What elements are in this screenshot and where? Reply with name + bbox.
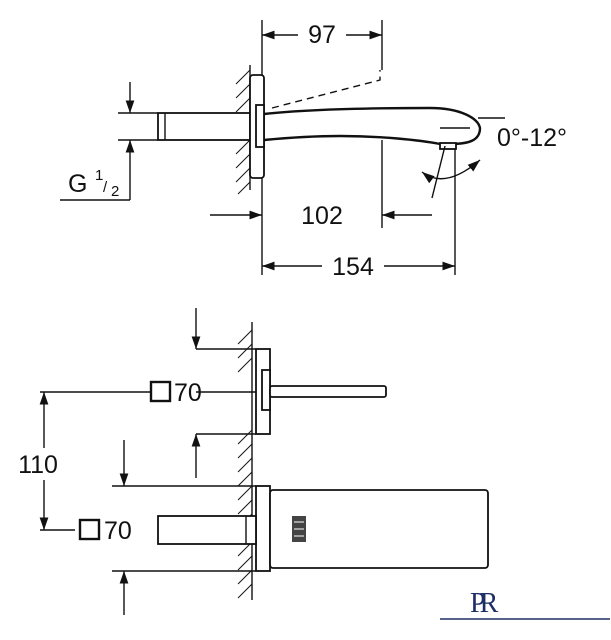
square-symbol-bottom xyxy=(78,518,101,541)
dim-110-label: 110 xyxy=(18,451,58,479)
spout-tilted-outline xyxy=(271,70,381,109)
svg-text:G: G xyxy=(68,170,87,198)
pr-logo: PR xyxy=(440,588,610,620)
plate-size-top-label: 70 xyxy=(174,379,202,407)
dim-angle-label: 0°-12° xyxy=(497,124,567,152)
svg-text:/: / xyxy=(103,179,108,196)
handle-lever xyxy=(269,385,387,398)
dim-154-label: 154 xyxy=(332,253,374,281)
spout-body-front xyxy=(269,489,489,569)
front-view: 110 70 70 xyxy=(0,308,489,615)
square-symbol-top xyxy=(149,380,172,403)
pr-logo-text: PR xyxy=(470,588,499,619)
svg-text:2: 2 xyxy=(111,183,119,200)
dim-97-label: 97 xyxy=(308,21,336,49)
svg-text:1: 1 xyxy=(95,167,103,184)
dim-102-label: 102 xyxy=(301,202,343,230)
wall-hatch-bottom xyxy=(237,322,253,600)
brand-mark xyxy=(292,516,306,542)
in-wall-body xyxy=(157,112,251,141)
in-wall-body-front xyxy=(157,515,257,545)
side-view: 97 0°-12° G 1 / 2 102 154 xyxy=(60,20,567,281)
spout xyxy=(263,106,482,146)
plate-size-bottom-label: 70 xyxy=(104,517,132,545)
spout-plate xyxy=(255,485,271,572)
thread-label: G 1 / 2 xyxy=(68,167,119,200)
